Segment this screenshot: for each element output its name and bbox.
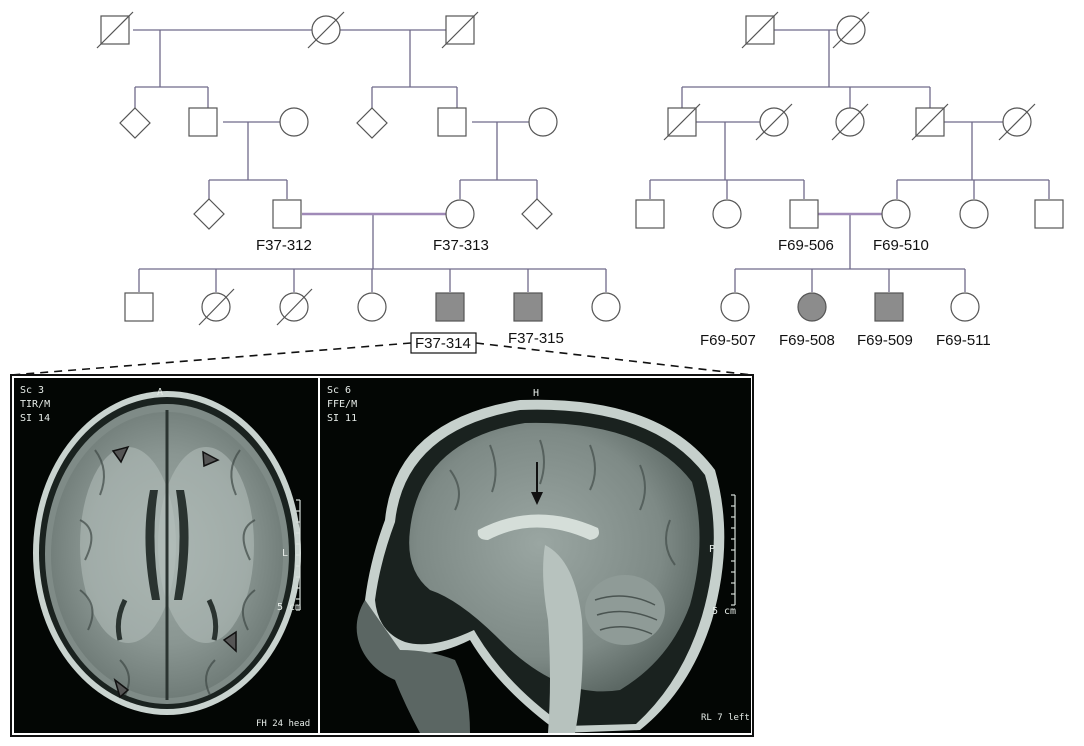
pedigree-left <box>133 29 607 292</box>
sagittal-orientation-side: P <box>709 544 715 555</box>
axial-slice-label: SI 14 <box>20 413 50 424</box>
affected-male-symbol-F69-509 <box>874 292 904 322</box>
arrowhead-marker <box>113 677 130 699</box>
arrowhead-marker <box>111 445 130 464</box>
unknown-sex-symbol <box>521 198 553 230</box>
sagittal-slice-label: SI 11 <box>327 413 357 424</box>
pedigree-right <box>649 29 1050 292</box>
label-F69-507: F69-507 <box>700 332 756 349</box>
axial-orientation-side: L <box>282 548 288 559</box>
sagittal-orientation-top: H <box>533 388 539 399</box>
arrowhead-marker <box>202 450 220 468</box>
label-F69-510: F69-510 <box>873 237 929 254</box>
male-symbol-F69-506 <box>789 199 819 229</box>
female-symbol <box>528 107 558 137</box>
axial-footer-label: FH 24 head <box>256 719 310 729</box>
arrow-marker-head <box>531 492 543 505</box>
axial-orientation-top: A <box>157 387 163 398</box>
female-symbol-F37-313 <box>445 199 475 229</box>
male-symbol <box>1034 199 1064 229</box>
mri-axial: Sc 3 TIR/M SI 14 A L 5 cm FH 24 head <box>14 378 318 733</box>
sagittal-footer-label: RL 7 left <box>701 713 750 723</box>
female-symbol <box>591 292 621 322</box>
label-F69-506: F69-506 <box>778 237 834 254</box>
pedigree-left-symbols <box>96 11 621 326</box>
unknown-sex-symbol <box>119 107 151 139</box>
axial-series-label: Sc 3 <box>20 385 44 396</box>
unknown-sex-symbol <box>356 107 388 139</box>
label-F37-312: F37-312 <box>256 237 312 254</box>
male-symbol <box>124 292 154 322</box>
male-symbol-F37-312 <box>272 199 302 229</box>
sagittal-sequence-label: FFE/M <box>327 399 357 410</box>
female-symbol <box>279 107 309 137</box>
female-symbol-F69-510 <box>881 199 911 229</box>
mri-sagittal: Sc 6 FFE/M SI 11 H P 5 cm RL 7 left <box>320 378 751 733</box>
unknown-sex-symbol <box>193 198 225 230</box>
sagittal-scale-label: 5 cm <box>712 606 736 617</box>
male-symbol <box>635 199 665 229</box>
sagittal-series-label: Sc 6 <box>327 385 351 396</box>
label-F69-508: F69-508 <box>779 332 835 349</box>
male-symbol <box>188 107 218 137</box>
female-symbol-F69-511 <box>950 292 980 322</box>
arrowhead-marker <box>222 630 237 653</box>
zoom-lines <box>11 342 753 376</box>
label-F69-509: F69-509 <box>857 332 913 349</box>
female-symbol <box>959 199 989 229</box>
male-symbol <box>437 107 467 137</box>
label-F37-315: F37-315 <box>508 330 564 347</box>
axial-sequence-label: TIR/M <box>20 399 50 410</box>
pedigree-right-symbols <box>635 11 1064 322</box>
label-F37-313: F37-313 <box>433 237 489 254</box>
affected-male-symbol-F37-314 <box>435 292 465 322</box>
label-F37-314: F37-314 <box>415 335 471 352</box>
female-symbol <box>357 292 387 322</box>
female-symbol-F69-507 <box>720 292 750 322</box>
axial-scale-label: 5 cm <box>277 602 301 613</box>
affected-male-symbol-F37-315 <box>513 292 543 322</box>
female-symbol <box>712 199 742 229</box>
label-F69-511: F69-511 <box>936 332 991 349</box>
affected-female-symbol-F69-508 <box>797 292 827 322</box>
